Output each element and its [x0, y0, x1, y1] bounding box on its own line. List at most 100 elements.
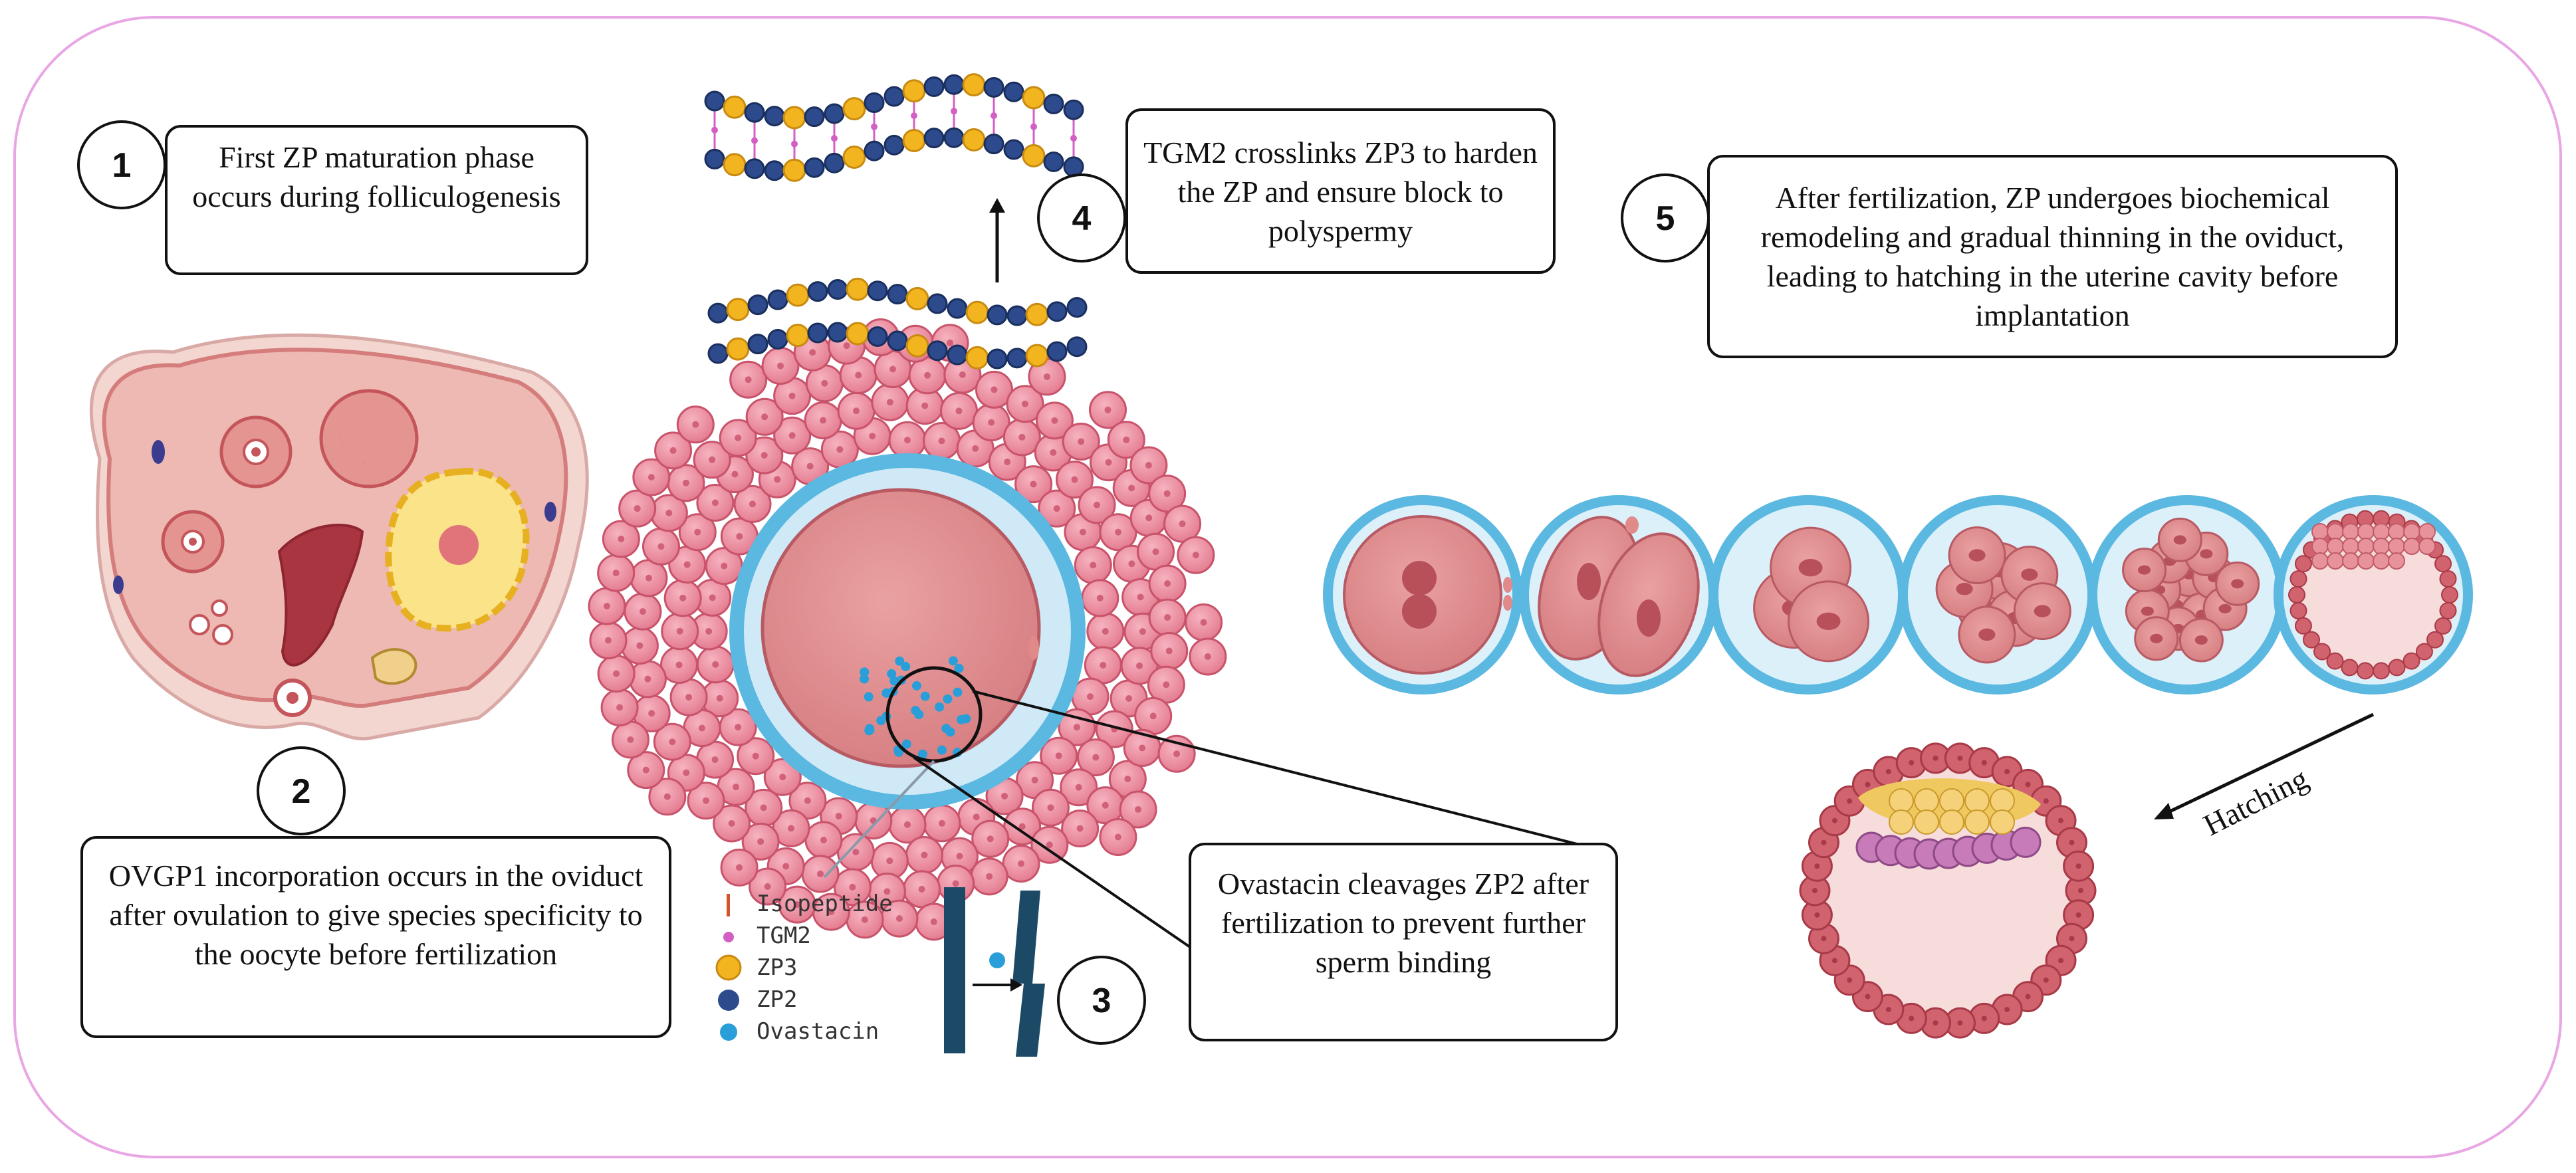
- ovastacin-dot: [953, 687, 963, 697]
- zp2-bead: [747, 294, 768, 316]
- zp3-bead: [786, 283, 810, 307]
- legend-isopeptide: Isopeptide: [757, 891, 893, 917]
- zp2-bead: [764, 106, 785, 127]
- ovastacin-dot: [889, 676, 899, 686]
- ovastacin-dot: [864, 692, 874, 702]
- zp3-bead: [962, 73, 986, 97]
- zp2-bead: [807, 322, 828, 344]
- ovastacin-dot: [865, 724, 875, 734]
- zp2-bead: [987, 348, 1008, 370]
- zp3-bead: [965, 300, 989, 324]
- zp2-bead: [704, 148, 725, 169]
- ovastacin-dot: [920, 691, 930, 701]
- zp3-bead: [1022, 86, 1046, 110]
- zp3-bead: [782, 158, 806, 182]
- ovastacin-dot: [860, 667, 870, 677]
- embryo-stage-1: [1323, 495, 1522, 694]
- ovastacin-dot: [937, 745, 947, 755]
- ovastacin-dot: [917, 749, 927, 759]
- embryo-stage-6: [2274, 495, 2473, 694]
- zp3-bead: [842, 97, 866, 121]
- zp2-bead: [1006, 305, 1028, 326]
- step-4-text: TGM2 crosslinks ZP3 to harden the ZP and…: [1143, 136, 1538, 248]
- step-badges: 1 2 3 4 5: [77, 120, 1710, 1045]
- embryo-stage-4: [1898, 495, 2097, 694]
- embryo-stage-2: [1519, 495, 1718, 694]
- ovastacin-dot: [943, 694, 953, 704]
- embryo-development-row: [1323, 495, 2473, 694]
- step-4-badge: [1037, 173, 1126, 263]
- zp2-bead: [1046, 341, 1068, 362]
- zp2-bead: [767, 328, 788, 350]
- zp2-bead: [827, 322, 848, 343]
- zp2-bead: [707, 302, 729, 324]
- zp2-bead: [804, 106, 825, 128]
- legend-ovastacin: Ovastacin: [757, 1018, 879, 1045]
- zp2-bead: [943, 127, 965, 148]
- zp2-bead: [887, 284, 908, 305]
- ovary-illustration: [89, 333, 589, 741]
- outer-frame: [13, 16, 2562, 1158]
- zp2-bead: [887, 330, 908, 352]
- zp3-bead: [723, 95, 747, 119]
- step-1-number: 1: [112, 146, 132, 185]
- zp3-bead: [846, 322, 870, 346]
- step-3-number: 3: [1092, 982, 1112, 1020]
- zp2-bead: [1003, 139, 1024, 160]
- zp2-bead: [744, 102, 765, 123]
- zp3-bead: [723, 153, 747, 177]
- zp3-bead: [846, 277, 870, 301]
- zp2-cleavage-icon: [944, 887, 1045, 1057]
- step-5-number: 5: [1656, 199, 1675, 238]
- step-5-text: After fertilization, ZP undergoes bioche…: [1760, 181, 2345, 332]
- zp2-bead: [947, 344, 968, 366]
- zp2-bead: [864, 140, 885, 161]
- zp2-bead: [987, 304, 1008, 326]
- ovastacin-dot: [887, 669, 897, 679]
- zp2-bead: [983, 76, 1004, 98]
- zp2-bead: [943, 74, 965, 95]
- zp2-bead: [804, 157, 825, 178]
- cumulus-oocyte-complex: [588, 318, 1578, 948]
- zp2-bead: [704, 90, 725, 112]
- embryo-stage-3: [1708, 495, 1908, 694]
- zp2-bead: [744, 158, 765, 179]
- zp2-bead: [927, 293, 948, 314]
- zp2-bead: [764, 160, 785, 181]
- zp-chains: [704, 73, 1088, 370]
- ovastacin-dot: [901, 661, 911, 671]
- zp2-bead: [923, 76, 945, 97]
- zp2-bead: [927, 340, 948, 362]
- zp3-bead: [782, 106, 806, 130]
- hatched-blastocyst: [1799, 712, 2375, 1039]
- zp3-bead: [726, 298, 750, 322]
- zp2-bead: [867, 280, 888, 302]
- zp2-bead: [747, 334, 768, 355]
- embryo-stage-5: [2087, 495, 2287, 694]
- ovastacin-dot: [948, 656, 958, 666]
- text-box-frames: [80, 108, 2398, 1041]
- zp2-bead: [923, 128, 945, 149]
- zp3-bead: [905, 286, 929, 310]
- zp2-bead: [883, 86, 905, 107]
- zp2-bead: [824, 152, 845, 173]
- zp2-bead: [707, 343, 729, 364]
- legend: Isopeptide TGM2 ZP3 ZP2 Ovastacin: [757, 891, 893, 1050]
- zp2-bead: [1063, 156, 1084, 177]
- zp3-bead: [786, 324, 810, 348]
- ovastacin-dot: [935, 702, 945, 712]
- zp2-bead: [1066, 336, 1088, 358]
- zp2-bead: [1063, 99, 1084, 120]
- zp2-bead: [767, 289, 788, 310]
- zp3-bead: [1025, 302, 1049, 326]
- zp3-bead: [842, 146, 866, 169]
- zp2-bead: [827, 279, 848, 300]
- step-2-number: 2: [292, 772, 311, 811]
- step-3-badge: [1057, 956, 1146, 1045]
- zp2-bead: [883, 134, 905, 156]
- oocyte: [761, 488, 1041, 768]
- cumulus-cells: [588, 318, 1227, 941]
- step-3-text: Ovastacin cleavages ZP2 after fertilizat…: [1217, 867, 1589, 979]
- ovastacin-granules: [860, 656, 971, 759]
- legend-tgm2: TGM2: [757, 922, 811, 949]
